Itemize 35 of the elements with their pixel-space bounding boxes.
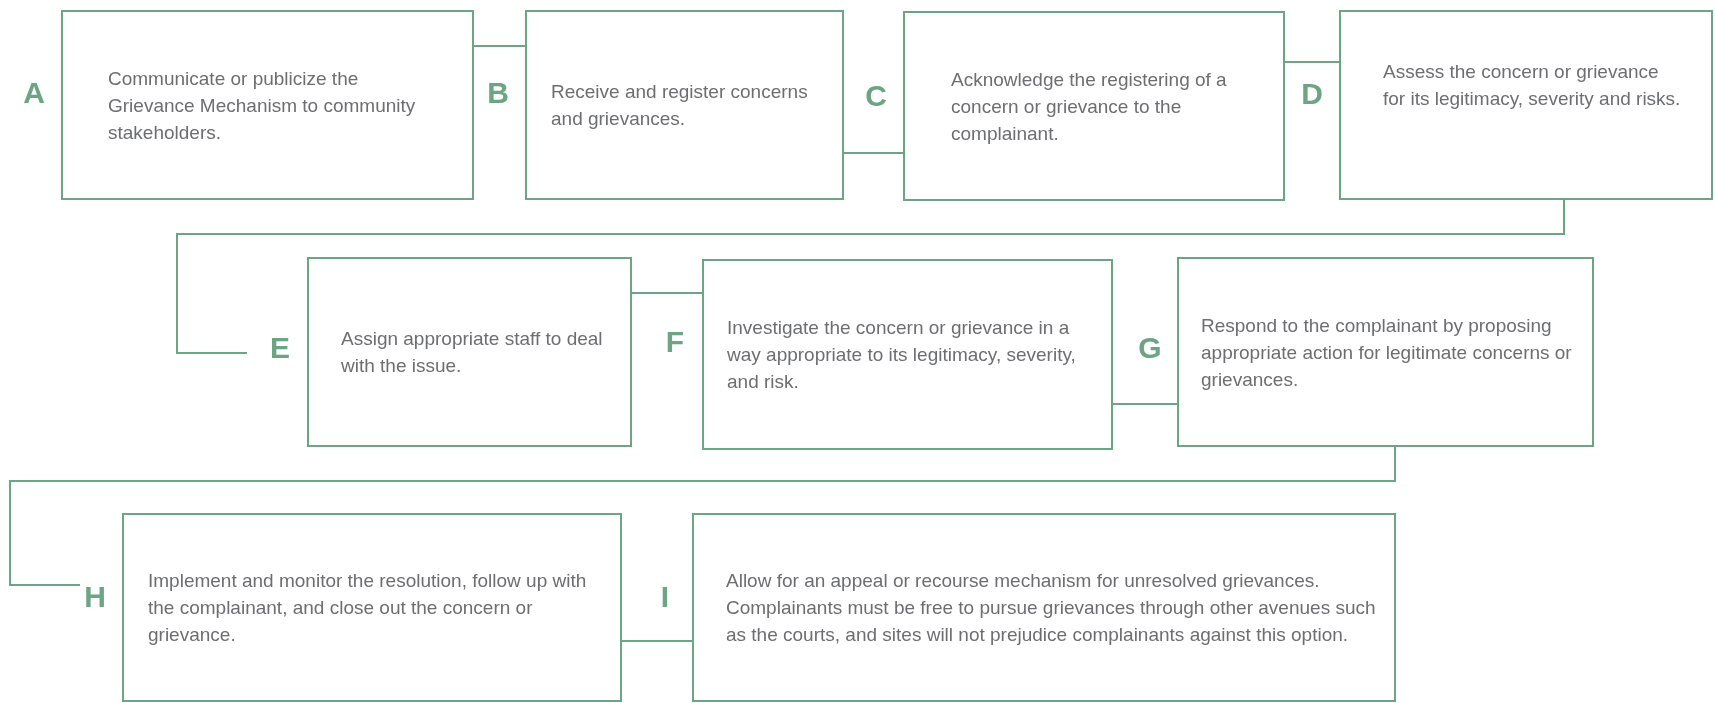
step-box: [1177, 257, 1594, 447]
step-text: Communicate or publicize the Grievance Mechanism to community stakeholders.: [108, 66, 417, 145]
step-box: [692, 513, 1396, 702]
step-box: [61, 10, 474, 200]
step-text: Receive and register concerns and grievances.: [551, 80, 809, 131]
step-letter: G: [1137, 333, 1163, 363]
step-text: Implement and monitor the resolution, follow up with the complainant, and close out the concern or grievance.: [148, 569, 588, 647]
step-letter: C: [864, 81, 888, 111]
step-box: [903, 11, 1285, 201]
step-box: [122, 513, 622, 702]
connector-line: [473, 45, 526, 47]
step-letter: I: [659, 582, 671, 612]
step-box: [702, 259, 1113, 450]
connector-line: [1112, 403, 1178, 405]
connector-line: [176, 199, 1565, 354]
step-box: [307, 257, 632, 447]
connector-line: [621, 640, 693, 642]
step-letter: D: [1300, 79, 1324, 109]
step-box: [1339, 10, 1713, 200]
step-text: Assess the concern or grievance for its legitimacy, severity and risks.: [1383, 60, 1682, 111]
step-letter: F: [664, 327, 686, 357]
step-letter: E: [269, 333, 291, 363]
step-text: Assign appropriate staff to deal with the issue.: [341, 327, 604, 378]
step-letter: H: [83, 582, 107, 612]
step-letter: A: [22, 78, 46, 108]
step-letter: B: [486, 78, 510, 108]
connector-line: [843, 152, 904, 154]
step-text: Respond to the complainant by proposing appropriate action for legitimate concerns or grievances.: [1201, 313, 1573, 392]
step-text: Allow for an appeal or recourse mechanism for unresolved grievances. Complainants must be free to pursue grievances through other avenues such as the courts, and sites will not prejudice complainants against this option.: [726, 569, 1377, 647]
connector-line: [631, 292, 703, 294]
connector-line: [1284, 61, 1340, 63]
step-box: [525, 10, 844, 200]
step-text: Acknowledge the registering of a concern or grievance to the complainant.: [951, 67, 1228, 146]
step-text: Investigate the concern or grievance in a way appropriate to its legitimacy, severity, and risk.: [727, 316, 1077, 394]
connector-line: [9, 446, 1396, 586]
